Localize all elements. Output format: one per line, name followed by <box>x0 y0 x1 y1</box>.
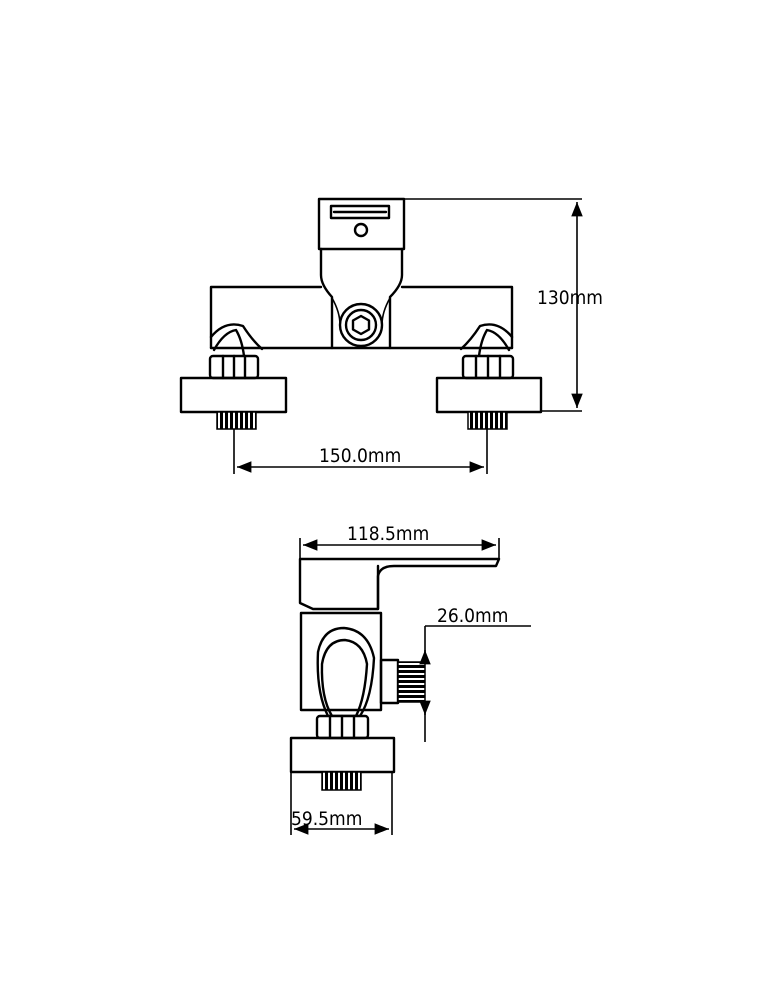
height-dimension: 130mm <box>404 198 603 412</box>
side-width-dimension: 118.5mm <box>299 523 500 559</box>
spacing-label: 150.0mm <box>319 445 401 467</box>
flange-width-dimension: 59.5mm <box>290 772 393 835</box>
side-lever <box>298 557 501 611</box>
side-view: 118.5mm 26.0mm 59.5mm <box>289 523 531 835</box>
front-neck <box>319 247 404 350</box>
left-fitting <box>179 323 288 430</box>
front-handle <box>317 197 406 251</box>
side-fitting <box>289 714 396 791</box>
front-view: 130mm 150.0mm <box>179 197 603 474</box>
side-body <box>299 611 426 718</box>
projection-label: 26.0mm <box>437 605 508 627</box>
front-body <box>209 285 514 350</box>
projection-dimension: 26.0mm <box>419 605 531 742</box>
flange-width-label: 59.5mm <box>291 808 362 830</box>
right-fitting <box>435 323 543 430</box>
spacing-dimension: 150.0mm <box>233 429 488 474</box>
side-width-label: 118.5mm <box>347 523 429 545</box>
height-label: 130mm <box>537 287 603 309</box>
